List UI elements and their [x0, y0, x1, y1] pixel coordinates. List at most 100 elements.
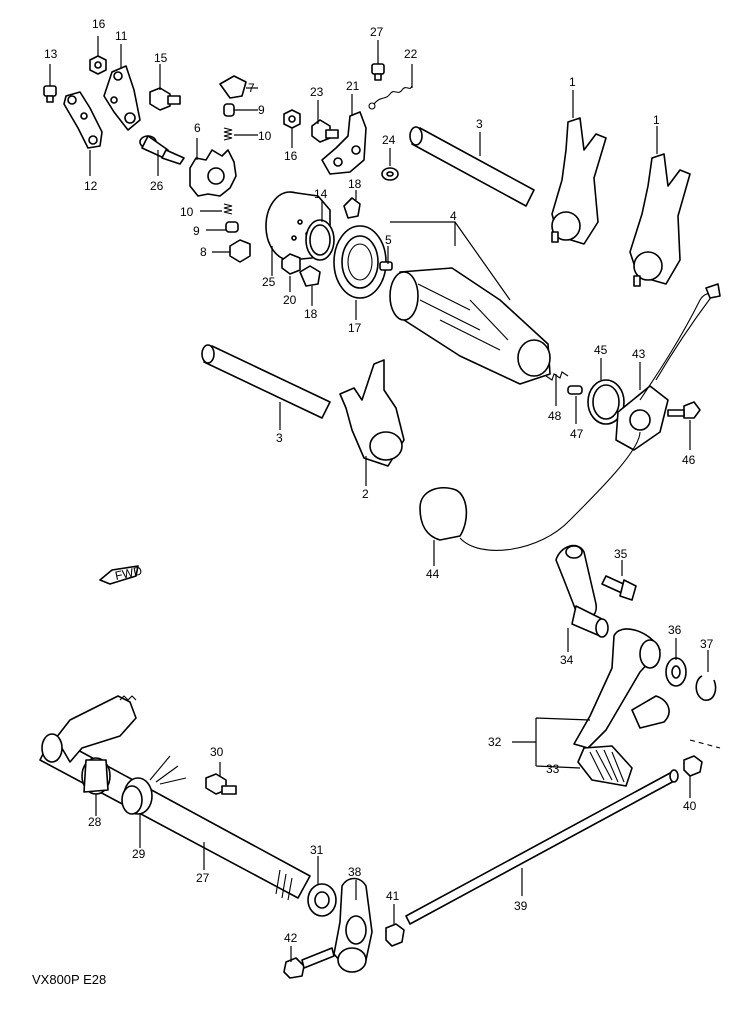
callout-22: 23: [310, 85, 324, 99]
callout-35: 35: [614, 547, 628, 561]
part-36-washer: [665, 657, 687, 687]
part-45-o-ring: [587, 379, 625, 425]
callout-5: 5: [385, 233, 392, 247]
part-10-spring: [223, 127, 233, 141]
part-42-bolt: [283, 947, 335, 979]
callout-26: 27: [370, 25, 384, 39]
part-3-fork-shaft-lower: [201, 344, 331, 419]
callout-labels: 13 16 11 15 7 9 10 6 12 26 10 9 8 23 16 …: [44, 17, 714, 945]
callout-36: 36: [668, 623, 682, 637]
callout-27: 27: [196, 871, 210, 885]
fwd-arrow-icon: FWD: [99, 563, 144, 585]
callout-6: 6: [194, 121, 201, 135]
callout-42: 42: [284, 931, 298, 945]
part-2-shift-fork: [339, 359, 405, 467]
part-14-o-ring: [305, 219, 335, 261]
part-38-linkage-arm: [333, 877, 373, 973]
part-15-stud: [149, 87, 181, 111]
callout-47: 47: [570, 427, 584, 441]
part-28-collar: [81, 757, 111, 795]
callout-1b: 1: [653, 113, 660, 127]
callout-18: 18: [348, 177, 362, 191]
callout-16b: 16: [284, 149, 298, 163]
leader-lines: [49, 36, 721, 962]
callout-48: 48: [548, 409, 562, 423]
callout-20: 21: [346, 79, 360, 93]
callout-10b: 10: [180, 205, 194, 219]
part-43-neutral-switch: [615, 283, 721, 451]
part-21-spring: [368, 85, 413, 110]
part-18-pin: [343, 197, 361, 219]
callout-14: 14: [314, 187, 328, 201]
part-1-shift-fork: [551, 117, 607, 245]
part-22-stud: [311, 119, 339, 143]
part-34-gearshift-arm: [555, 544, 609, 638]
callout-45: 45: [594, 343, 608, 357]
callout-29: 29: [132, 847, 146, 861]
callout-34: 34: [560, 653, 574, 667]
part-19-bolt: [281, 253, 301, 275]
callout-31: 31: [310, 843, 324, 857]
part-11-cam-stopper-arm: [103, 65, 141, 131]
diagram-caption: VX800P E28: [32, 972, 106, 987]
callout-16: 16: [92, 17, 106, 31]
callout-15: 15: [154, 51, 168, 65]
part-32-gearshift-lever: [573, 628, 670, 749]
part-4-gearshift-cam-drum: [389, 267, 551, 385]
part-31-oil-seal: [307, 883, 337, 917]
callout-9b: 9: [193, 224, 200, 238]
callout-25: 26: [150, 179, 164, 193]
part-9-pin: [223, 103, 235, 117]
callout-43: 43: [632, 347, 646, 361]
part-30-plug: [205, 773, 237, 795]
part-10-spring-lower: [223, 203, 233, 215]
part-26-bolt: [371, 63, 385, 81]
part-6-cam-driven-gear: [189, 149, 237, 197]
part-5-pin: [379, 261, 393, 271]
part-25-shoulder-bolt: [139, 135, 185, 165]
part-40-nut: [683, 755, 703, 777]
callout-46: 46: [682, 453, 696, 467]
part-8-stopper: [219, 75, 247, 99]
callout-41: 41: [386, 889, 400, 903]
callout-28: 28: [88, 815, 102, 829]
part-46-bolt: [667, 401, 701, 419]
part-16-nut: [89, 55, 107, 75]
part-27-gearshift-shaft: [39, 695, 311, 901]
part-1-shift-fork-b: [629, 153, 691, 287]
callout-32: 32: [488, 735, 502, 749]
part-7-stopper: [229, 239, 251, 263]
callout-30: 30: [210, 745, 224, 759]
callout-7: 8: [200, 245, 207, 259]
part-13-bolt: [43, 85, 57, 103]
part-16-nut-middle: [283, 109, 301, 129]
callout-37: 37: [700, 637, 714, 651]
part-9-pin-lower: [225, 221, 239, 233]
part-44-cap: [419, 431, 641, 551]
part-29-spring: [121, 755, 187, 815]
part-35-bolt: [601, 575, 637, 601]
part-18-pin-lower: [299, 265, 321, 287]
callout-8: 7: [248, 81, 255, 95]
callout-11: 11: [115, 29, 128, 43]
callout-13: 13: [44, 47, 58, 61]
part-39-linkage-rod: [405, 769, 679, 925]
callout-1: 1: [569, 75, 576, 89]
part-33-rubber: [577, 745, 633, 787]
callout-39: 39: [514, 899, 528, 913]
callout-3: 3: [476, 117, 483, 131]
callout-24: 25: [262, 275, 276, 289]
fwd-label: FWD: [114, 563, 144, 582]
callout-9: 9: [258, 103, 265, 117]
callout-44: 44: [426, 567, 440, 581]
part-37-circlip: [695, 675, 717, 701]
part-41-nut: [385, 923, 405, 947]
callout-18b: 18: [304, 307, 318, 321]
part-23-washer: [381, 167, 399, 181]
part-12-cam-stopper-plate: [63, 91, 103, 149]
callout-2: 2: [362, 487, 369, 501]
callout-10: 10: [258, 129, 272, 143]
part-48-spring: [545, 371, 569, 381]
part-20-plate: [321, 111, 367, 175]
